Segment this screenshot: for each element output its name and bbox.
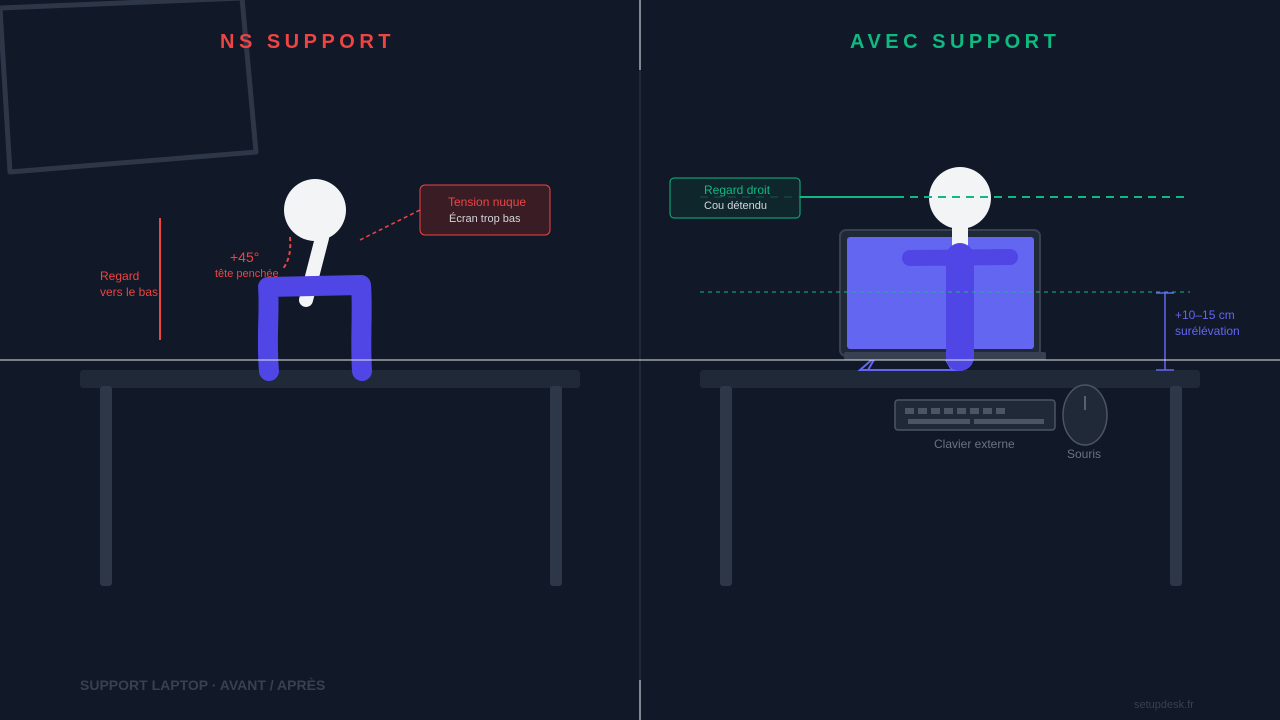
person-slouching — [257, 179, 372, 381]
desk-top-right — [700, 370, 1200, 388]
mouse — [1062, 384, 1108, 446]
desk-leg-left-2 — [550, 386, 562, 586]
desk-leg-left-1 — [100, 386, 112, 586]
tension-callout-box — [419, 184, 551, 236]
laptop-raised — [839, 229, 1046, 360]
left-heading: NS SUPPORT — [220, 31, 396, 53]
gaze-label-line2: vers le bas — [100, 285, 159, 299]
gaze-down-label: Regard vers le bas — [100, 268, 158, 300]
footer-title: SUPPORT LAPTOP · AVANT / APRÈS — [80, 677, 326, 693]
desk-top-left — [80, 370, 580, 388]
gaze-callout-sub: Cou détendu — [704, 200, 767, 212]
desk-leg-right-2 — [1170, 386, 1182, 586]
mouse-label: Souris — [1067, 447, 1102, 461]
neck-angle-arc — [281, 236, 292, 271]
tilted-screen-frame — [0, 0, 259, 175]
footer-site: setupdesk.fr — [1134, 699, 1194, 711]
elevation-line2: surélévation — [1175, 324, 1240, 338]
tension-callout-sub: Écran trop bas — [449, 213, 521, 225]
tension-callout-title: Tension nuque — [448, 195, 527, 209]
desk-leg-right-1 — [720, 386, 732, 586]
gaze-label-line1: Regard — [100, 269, 140, 283]
head-left — [284, 179, 346, 241]
elevation-label: +10–15 cm surélévation — [1175, 307, 1240, 339]
angle-label: +45° — [230, 249, 260, 265]
external-keyboard — [894, 399, 1056, 431]
gaze-callout-title: Regard droit — [704, 183, 771, 197]
angle-sub-label: tête penchée — [215, 268, 279, 280]
right-heading: AVEC SUPPORT — [850, 31, 1061, 53]
elevation-indicator — [1156, 292, 1174, 371]
keyboard-label: Clavier externe — [934, 437, 1015, 451]
callout-pointer — [359, 209, 421, 241]
elevation-line1: +10–15 cm — [1175, 308, 1235, 322]
